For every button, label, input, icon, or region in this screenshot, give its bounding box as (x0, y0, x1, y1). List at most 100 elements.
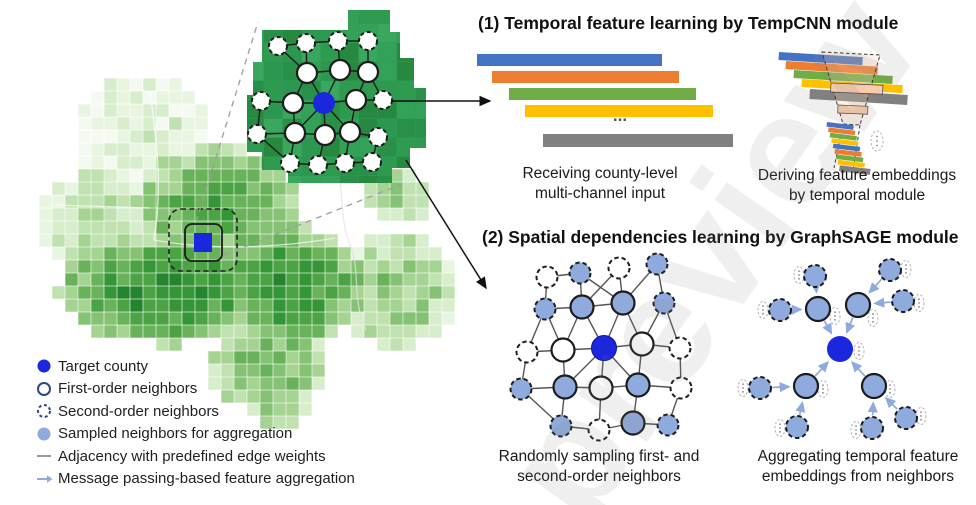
county-cell (195, 182, 208, 195)
county-cell (117, 273, 130, 286)
county-cell (377, 325, 390, 338)
county-cell (325, 312, 338, 325)
zoom-connector-line (223, 183, 403, 256)
county-cell (65, 208, 78, 221)
county-cell (325, 273, 338, 286)
county-cell (169, 338, 182, 351)
inset-county-cell (283, 10, 302, 24)
sampled-first-order-node (620, 410, 646, 436)
county-cell (221, 273, 234, 286)
county-cell (104, 78, 117, 91)
county-cell (273, 195, 286, 208)
county-cell (143, 312, 156, 325)
inset-county-cell (247, 43, 264, 62)
county-cell (247, 182, 260, 195)
county-cell (91, 130, 104, 143)
county-cell (143, 78, 156, 91)
first-order-node (313, 123, 337, 147)
county-cell (260, 351, 273, 364)
inset-county-cell (378, 43, 397, 62)
county-cell (169, 312, 182, 325)
inset-county-cell (397, 62, 416, 81)
second-order-node (535, 265, 559, 289)
county-cell (260, 390, 273, 403)
county-cell (312, 338, 325, 351)
county-cell (91, 143, 104, 156)
county-cell (78, 143, 91, 156)
county-cell (117, 169, 130, 182)
county-cell (208, 169, 221, 182)
county-cell (143, 104, 156, 117)
county-cell (273, 338, 286, 351)
county-cell (52, 247, 65, 260)
county-cell (429, 286, 442, 299)
county-cell (312, 247, 325, 260)
county-cell (208, 364, 221, 377)
sampled-second-order-node (785, 415, 809, 439)
county-cell (195, 208, 208, 221)
county-cell (260, 364, 273, 377)
county-cell (195, 156, 208, 169)
county-cell (156, 312, 169, 325)
county-cell (390, 195, 403, 208)
county-cell (234, 299, 247, 312)
county-cell (169, 182, 182, 195)
county-cell (351, 299, 364, 312)
county-cell (104, 234, 117, 247)
county-cell (416, 312, 429, 325)
message-passing-arrow (884, 396, 898, 410)
county-cell (130, 130, 143, 143)
second-order-node (607, 256, 631, 280)
county-cell (195, 117, 208, 130)
county-cell (130, 182, 143, 195)
county-cell (416, 195, 429, 208)
county-cell (156, 221, 169, 234)
county-cell (299, 403, 312, 416)
county-cell (273, 286, 286, 299)
county-cell (247, 403, 260, 416)
county-cell (117, 91, 130, 104)
inset-county-cell (397, 43, 416, 62)
county-cell (403, 338, 416, 351)
county-cell (377, 182, 390, 195)
county-cell (325, 247, 338, 260)
target-county-node (827, 336, 853, 362)
county-cell (143, 247, 156, 260)
county-cell (299, 312, 312, 325)
county-cell (247, 260, 260, 273)
county-cell (442, 312, 455, 325)
county-cell (377, 208, 390, 221)
county-cell (156, 273, 169, 286)
county-cell (130, 169, 143, 182)
county-cell (338, 312, 351, 325)
county-cell (208, 182, 221, 195)
county-cell (286, 286, 299, 299)
county-cell (156, 208, 169, 221)
county-cell (208, 156, 221, 169)
county-cell (169, 104, 182, 117)
county-cell (182, 169, 195, 182)
caption-line: second-order neighbors (517, 468, 681, 486)
county-cell (169, 130, 182, 143)
county-cell (286, 195, 299, 208)
county-cell (247, 247, 260, 260)
county-cell (312, 299, 325, 312)
county-cell (364, 286, 377, 299)
inset-county-cell (397, 81, 416, 100)
county-cell (260, 169, 273, 182)
county-cell (130, 234, 143, 247)
county-cell (208, 260, 221, 273)
county-cell (403, 247, 416, 260)
county-cell (442, 286, 455, 299)
county-cell (182, 312, 195, 325)
inset-county-cell (302, 10, 321, 24)
first-order-node (281, 91, 305, 115)
county-cell (156, 130, 169, 143)
feature-vector-glyph (850, 421, 862, 439)
inset-county-cell (321, 10, 340, 24)
county-cell (104, 104, 117, 117)
county-cell (78, 273, 91, 286)
sampled-second-order-node (768, 298, 792, 322)
county-cell (130, 156, 143, 169)
county-cell (351, 273, 364, 286)
